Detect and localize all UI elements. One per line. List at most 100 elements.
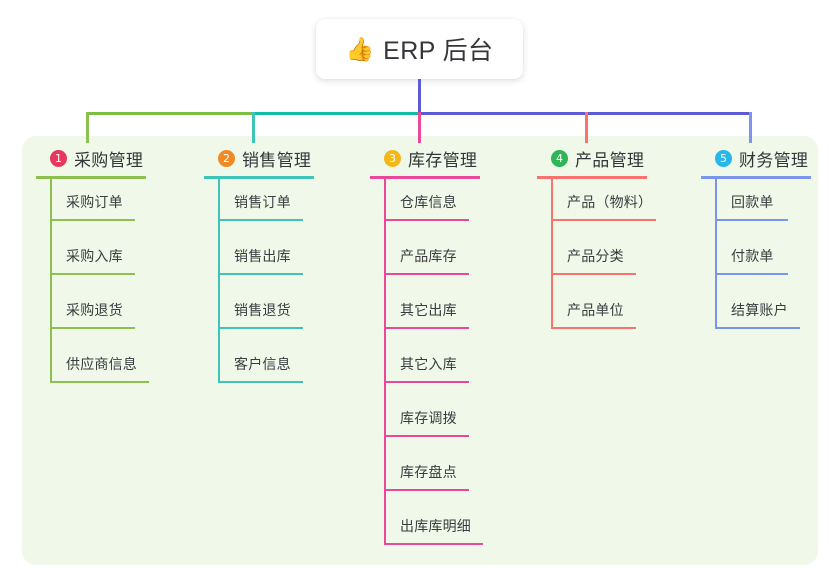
leaf-item[interactable]: 仓库信息 [370,179,480,233]
leaf-rule [384,381,469,383]
column-badge-1: 1 [50,149,67,167]
leaf-rule [384,435,469,437]
column-badge-4: 4 [551,149,568,167]
column-spine-1 [50,179,52,383]
column-body-1: 采购订单采购入库采购退货供应商信息 [36,179,149,395]
leaf-item[interactable]: 库存调拨 [370,395,480,449]
leaf-label: 供应商信息 [66,356,137,372]
leaf-rule [50,327,135,329]
column-header-rule-3 [370,176,480,179]
leaf-rule [218,381,303,383]
leaf-label: 产品分类 [567,248,624,264]
leaf-item[interactable]: 结算账户 [701,287,811,341]
connector-trunk [418,79,421,115]
column-spine-3 [384,179,386,545]
root-node-label: ERP 后台 [383,37,494,65]
root-node-erp-backend[interactable]: 👍 ERP 后台 [316,19,523,79]
leaf-item[interactable]: 产品分类 [537,233,647,287]
leaf-label: 销售退货 [234,302,291,318]
column-title-3: 库存管理 [408,150,478,170]
leaf-rule [50,381,149,383]
diagram-background-panel [22,136,818,565]
leaf-item[interactable]: 销售订单 [204,179,314,233]
column-title-1: 采购管理 [74,150,144,170]
column-1[interactable]: 1 采购管理采购订单采购入库采购退货供应商信息 [36,146,149,395]
leaf-rule [715,273,788,275]
leaf-rule [218,219,303,221]
column-spine-5 [715,179,717,329]
leaf-item[interactable]: 采购退货 [36,287,146,341]
leaf-rule [384,219,469,221]
leaf-item[interactable]: 供应商信息 [36,341,149,395]
leaf-item[interactable]: 产品库存 [370,233,480,287]
column-body-3: 仓库信息产品库存其它出库其它入库库存调拨库存盘点出库库明细 [370,179,483,557]
leaf-label: 销售出库 [234,248,291,264]
column-header-2[interactable]: 2 销售管理 [204,146,314,170]
connector-drop-5 [749,112,752,143]
connector-drop-2 [252,112,255,143]
column-2[interactable]: 2 销售管理销售订单销售出库销售退货客户信息 [204,146,314,395]
leaf-label: 仓库信息 [400,194,457,210]
leaf-rule [218,327,303,329]
leaf-label: 产品库存 [400,248,457,264]
leaf-label: 回款单 [731,194,774,210]
leaf-item[interactable]: 其它入库 [370,341,480,395]
column-badge-2: 2 [218,149,235,167]
leaf-label: 销售订单 [234,194,291,210]
column-body-4: 产品（物料） 产品分类产品单位 [537,179,656,341]
leaf-rule [551,219,656,221]
leaf-rule [384,543,483,545]
leaf-item[interactable]: 销售退货 [204,287,314,341]
leaf-item[interactable]: 采购订单 [36,179,146,233]
column-header-rule-4 [537,176,647,179]
leaf-item[interactable]: 产品（物料） [537,179,656,233]
leaf-item[interactable]: 客户信息 [204,341,314,395]
column-title-2: 销售管理 [242,150,312,170]
leaf-label: 采购订单 [66,194,123,210]
leaf-rule [50,273,135,275]
connector-drop-4 [585,112,588,143]
leaf-label: 采购退货 [66,302,123,318]
leaf-label: 其它入库 [400,356,457,372]
leaf-rule [715,327,800,329]
leaf-item[interactable]: 出库库明细 [370,503,483,557]
leaf-item[interactable]: 其它出库 [370,287,480,341]
connector-drop-1 [86,112,89,143]
connector-bar-segment-3 [418,112,749,115]
leaf-rule [50,219,135,221]
leaf-item[interactable]: 销售出库 [204,233,314,287]
leaf-item[interactable]: 回款单 [701,179,811,233]
leaf-label: 结算账户 [731,302,788,318]
leaf-rule [715,219,788,221]
leaf-item[interactable]: 产品单位 [537,287,647,341]
column-body-5: 回款单付款单结算账户 [701,179,811,341]
column-spine-4 [551,179,553,329]
column-header-rule-1 [36,176,146,179]
leaf-item[interactable]: 付款单 [701,233,811,287]
column-header-rule-5 [701,176,811,179]
thumbs-up-icon: 👍 [345,35,375,62]
leaf-label: 采购入库 [66,248,123,264]
leaf-rule [384,489,469,491]
connector-bar-segment-1 [86,112,252,115]
leaf-item[interactable]: 库存盘点 [370,449,480,503]
leaf-rule [384,327,469,329]
leaf-label: 其它出库 [400,302,457,318]
leaf-label: 产品单位 [567,302,624,318]
leaf-item[interactable]: 采购入库 [36,233,146,287]
column-header-1[interactable]: 1 采购管理 [36,146,146,170]
leaf-label: 付款单 [731,248,774,264]
leaf-label: 出库库明细 [400,518,471,534]
connector-bar-segment-2 [252,112,418,115]
column-title-5: 财务管理 [739,150,809,170]
leaf-rule [551,327,636,329]
leaf-label: 库存调拨 [400,410,457,426]
column-body-2: 销售订单销售出库销售退货客户信息 [204,179,314,395]
